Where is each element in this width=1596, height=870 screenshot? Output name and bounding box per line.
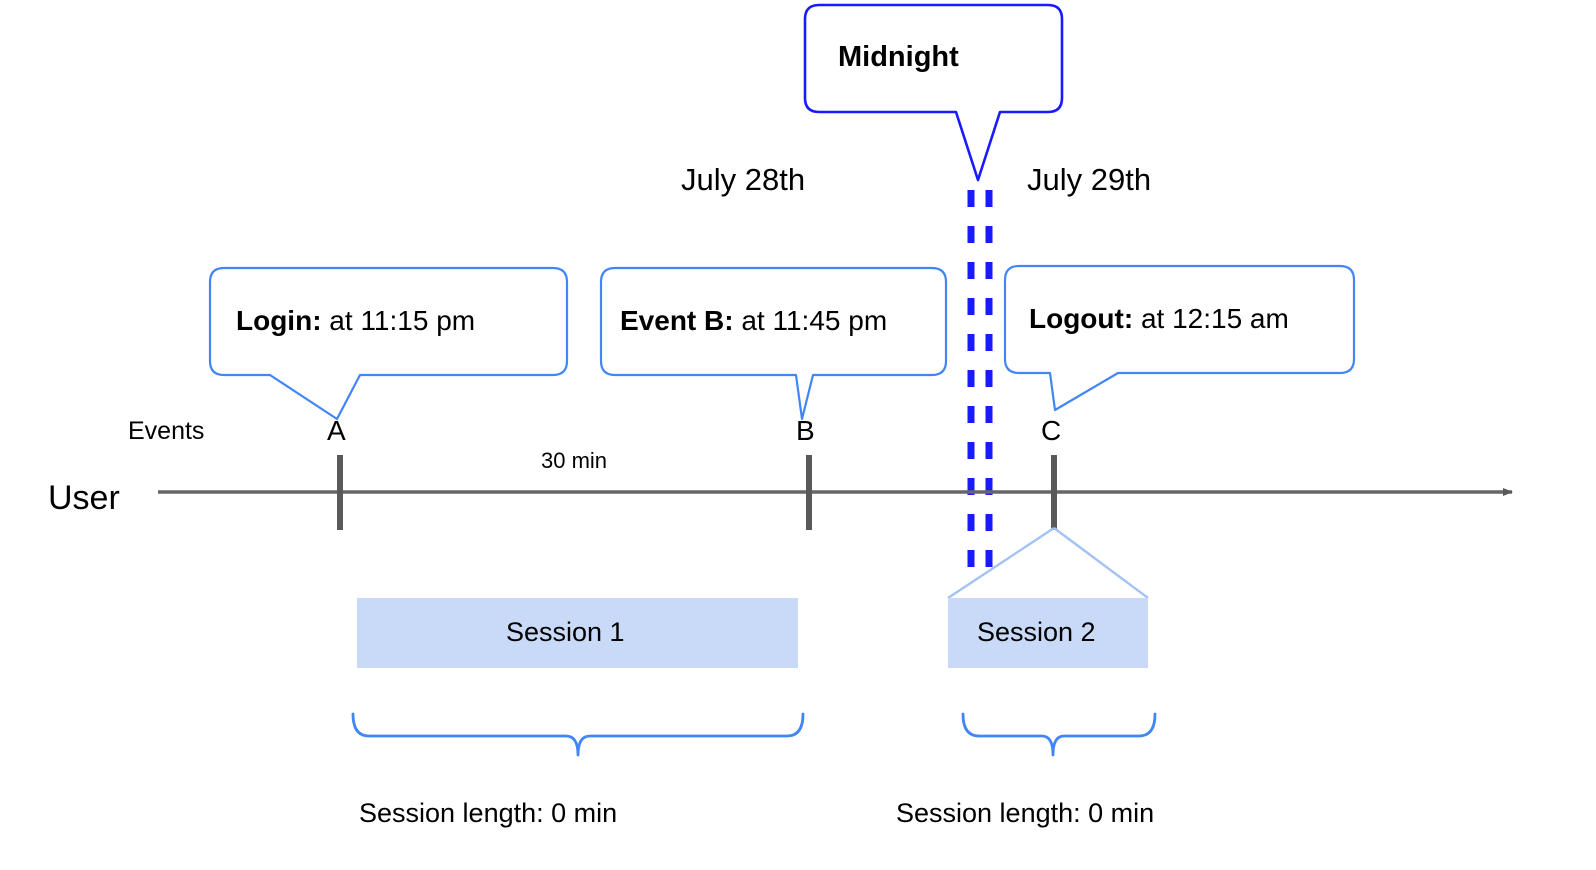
- day-label-left: July 28th: [681, 162, 806, 197]
- session-1-brace: [351, 712, 805, 757]
- day-label-right: July 29th: [1027, 162, 1152, 197]
- gap-duration-label: 30 min: [541, 448, 608, 473]
- event-marker-label-a: A: [327, 415, 346, 446]
- session-1-box-shape: [357, 598, 798, 668]
- event-b-callout-text: Event B: at 11:45 pm: [620, 307, 887, 335]
- event-b-callout-bold: Event B:: [620, 305, 734, 336]
- midnight-dashed-lines: [967, 190, 993, 582]
- logout-callout-bold: Logout:: [1029, 303, 1134, 334]
- login-callout-rest: at 11:15 pm: [321, 305, 476, 336]
- events-lane-label: Events: [128, 417, 205, 445]
- event-marker-label-c: C: [1041, 415, 1062, 446]
- event-b-callout-shape: [599, 266, 948, 421]
- session-1-length-label: Session length: 0 min: [359, 798, 618, 828]
- login-callout-shape: [208, 266, 569, 421]
- session-1-label: Session 1: [506, 617, 625, 647]
- logout-callout-rest: at 12:15 am: [1133, 303, 1289, 334]
- session-2-brace: [961, 712, 1157, 757]
- event-marker-label-b: B: [796, 415, 815, 446]
- midnight-label: Midnight: [838, 41, 959, 73]
- login-callout-bold: Login:: [236, 305, 322, 336]
- session-2-length-label: Session length: 0 min: [896, 798, 1155, 828]
- midnight-callout-shape: [803, 3, 1064, 182]
- event-b-callout-rest: at 11:45 pm: [733, 305, 888, 336]
- session-2-box-shape: [948, 598, 1148, 668]
- session-2-label: Session 2: [977, 617, 1096, 647]
- logout-callout-text: Logout: at 12:15 am: [1029, 305, 1289, 333]
- user-lane-label: User: [48, 479, 120, 517]
- logout-callout-shape: [1003, 264, 1356, 412]
- login-callout-text: Login: at 11:15 pm: [236, 307, 475, 335]
- session-2-connector: [947, 526, 1149, 600]
